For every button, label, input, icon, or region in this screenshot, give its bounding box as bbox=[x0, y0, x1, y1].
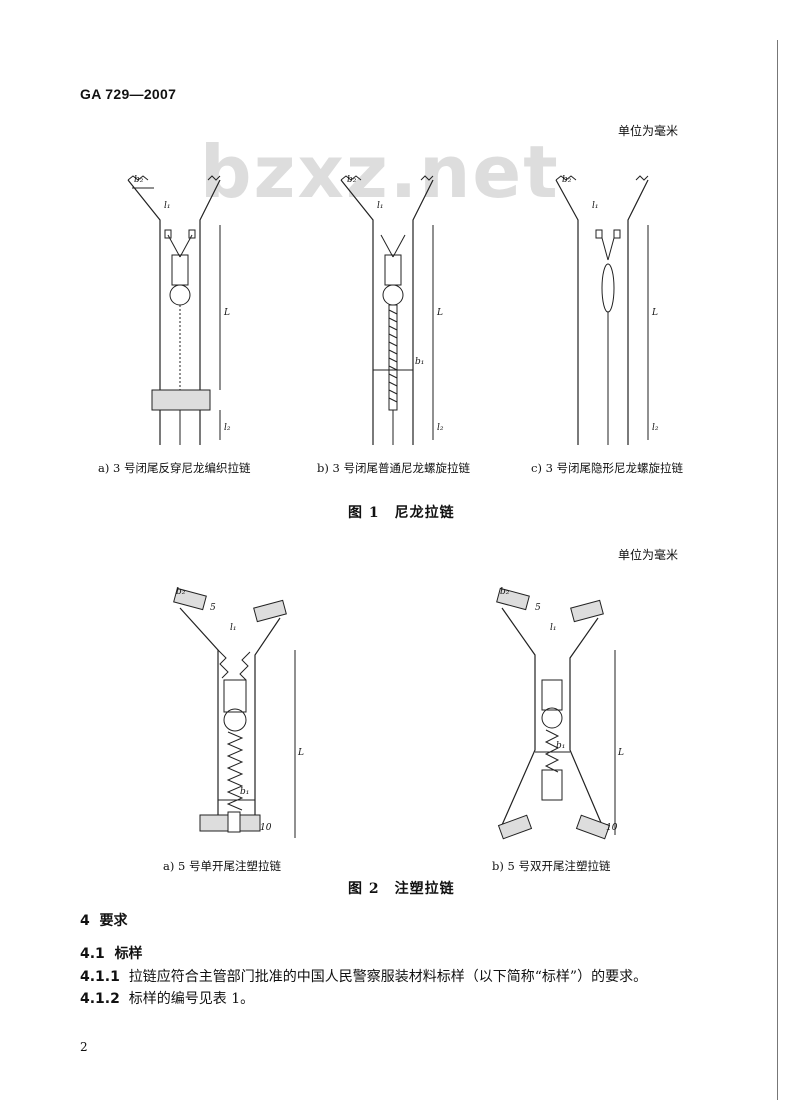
figure1-title: 图 1 尼龙拉链 bbox=[348, 505, 455, 521]
figure2b-caption: b) 5 号双开尾注塑拉链 bbox=[492, 859, 611, 873]
dim-ten: 10 bbox=[606, 823, 618, 833]
section-number: 4 bbox=[80, 913, 90, 929]
subsection-number: 4.1 bbox=[80, 946, 105, 962]
section-title: 要求 bbox=[99, 913, 128, 929]
figure2-title: 图 2 注塑拉链 bbox=[348, 881, 455, 897]
dim-b2: b₂ bbox=[562, 175, 572, 185]
clause-4-1-2: 4.1.2 标样的编号见表 1。 bbox=[80, 988, 254, 1008]
dim-L: L bbox=[436, 308, 443, 318]
dim-five: 5 bbox=[210, 603, 216, 613]
subsection-title: 标样 bbox=[114, 946, 143, 962]
figure1c-caption: c) 3 号闭尾隐形尼龙螺旋拉链 bbox=[531, 461, 684, 475]
dim-b1: b₁ bbox=[556, 741, 565, 751]
dim-b1: b₁ bbox=[240, 787, 249, 797]
figure1c-diagram: b₂ l₁ L l₂ bbox=[555, 175, 659, 445]
dim-b2: b₂ bbox=[500, 587, 510, 597]
page-edge-rule bbox=[777, 40, 778, 1100]
dim-L: L bbox=[617, 748, 624, 758]
watermark: bzxz.net bbox=[200, 130, 560, 214]
figure2b-diagram: b₂ 5 l₁ L b₁ 10 bbox=[496, 587, 624, 840]
dim-L: L bbox=[223, 308, 230, 318]
subsection-heading: 4.1 标样 bbox=[80, 943, 143, 963]
clause-text: 标样的编号见表 1。 bbox=[128, 991, 255, 1007]
dim-L: L bbox=[651, 308, 658, 318]
figure2-unit: 单位为毫米 bbox=[618, 548, 679, 562]
dim-l2: l₂ bbox=[652, 423, 659, 433]
dim-l1: l₁ bbox=[550, 623, 557, 633]
dim-l1: l₁ bbox=[377, 201, 384, 211]
section-heading: 4 要求 bbox=[80, 910, 128, 930]
dim-L: L bbox=[297, 748, 304, 758]
figure1b-diagram: b₂ l₁ L b₁ l₂ bbox=[340, 175, 444, 445]
dim-b2: b₂ bbox=[176, 587, 186, 597]
clause-number: 4.1.2 bbox=[80, 991, 120, 1007]
figure1a-caption: a) 3 号闭尾反穿尼龙编织拉链 bbox=[98, 461, 251, 475]
figure1-unit: 单位为毫米 bbox=[618, 124, 679, 138]
page-number: 2 bbox=[80, 1040, 88, 1054]
clause-4-1-1: 4.1.1 拉链应符合主管部门批准的中国人民警察服装材料标样（以下简称“标样”）… bbox=[80, 966, 647, 986]
dim-b2: b₂ bbox=[134, 175, 144, 185]
dim-five: 5 bbox=[535, 603, 541, 613]
standard-code: GA 729—2007 bbox=[80, 86, 177, 102]
dim-l1: l₁ bbox=[592, 201, 599, 211]
dim-b2: b₂ bbox=[347, 175, 357, 185]
clause-number: 4.1.1 bbox=[80, 969, 120, 985]
dim-l2: l₂ bbox=[437, 423, 444, 433]
dim-l1: l₁ bbox=[164, 201, 171, 211]
figure1b-caption: b) 3 号闭尾普通尼龙螺旋拉链 bbox=[317, 461, 470, 475]
dim-ten: 10 bbox=[260, 823, 272, 833]
figure1a-diagram: b₂ l₁ L l₂ bbox=[127, 175, 231, 445]
dim-l2: l₂ bbox=[224, 423, 231, 433]
clause-text: 拉链应符合主管部门批准的中国人民警察服装材料标样（以下简称“标样”）的要求。 bbox=[128, 969, 648, 985]
figure2a-diagram: b₂ 5 l₁ L b₁ 10 bbox=[173, 587, 304, 838]
dim-b1: b₁ bbox=[415, 357, 424, 367]
dim-l1: l₁ bbox=[230, 623, 237, 633]
figure2a-caption: a) 5 号单开尾注塑拉链 bbox=[163, 859, 281, 873]
